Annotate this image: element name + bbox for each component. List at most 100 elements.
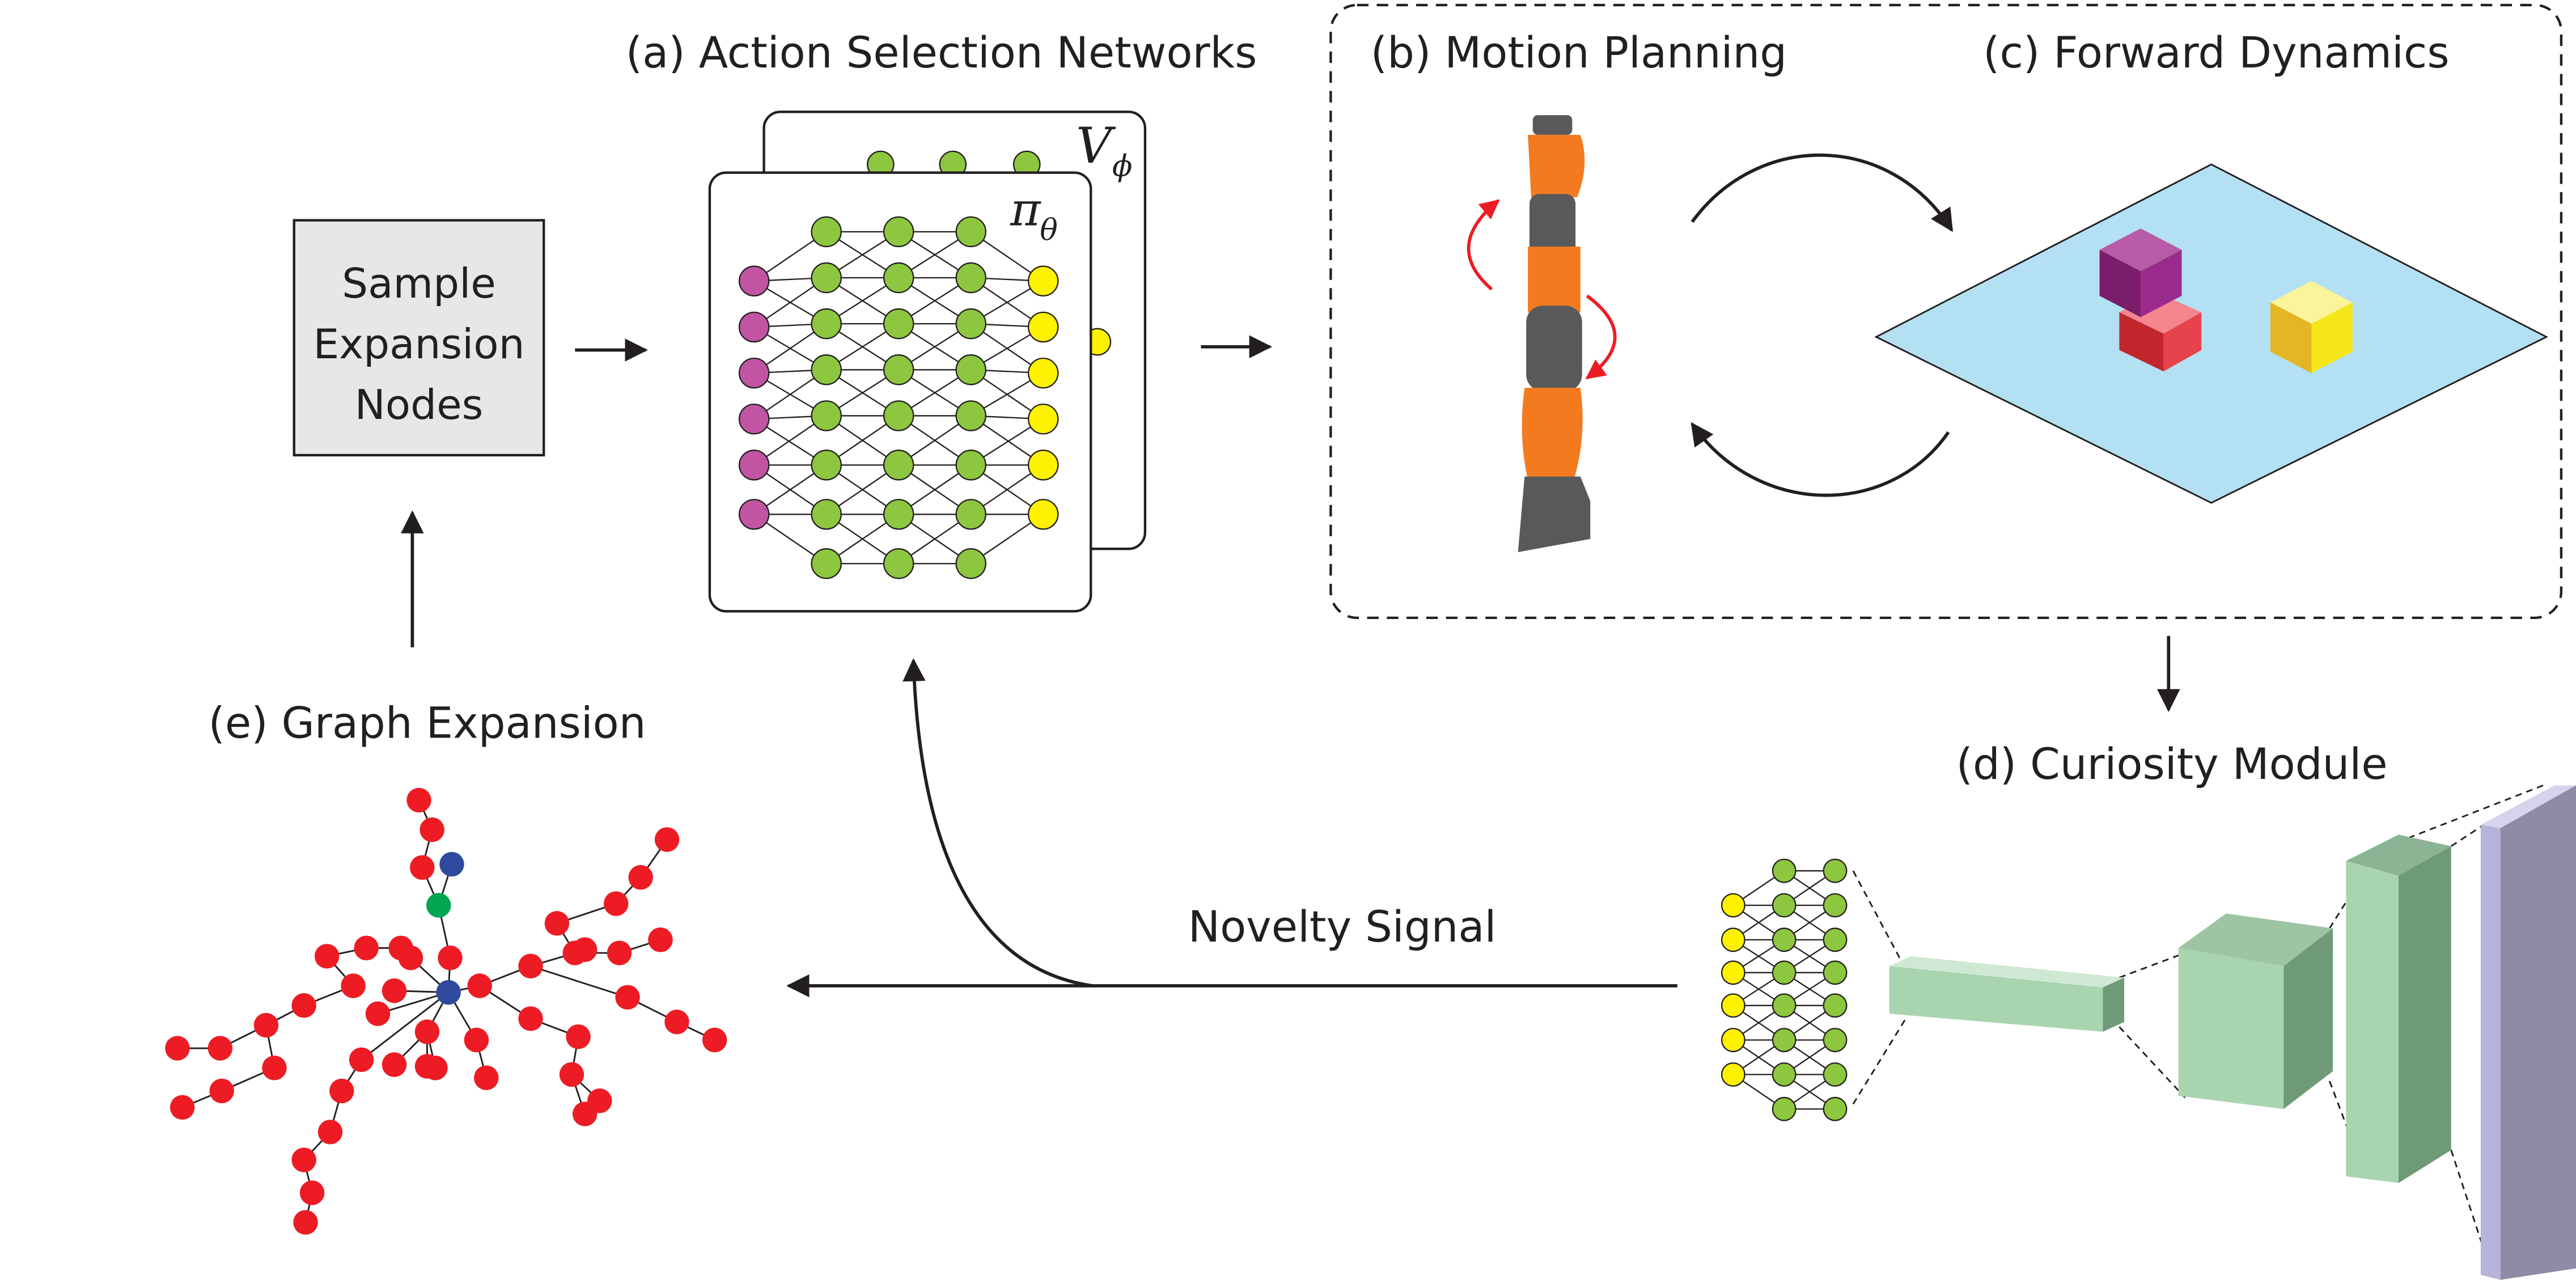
rotation-arrow-lower: [1585, 294, 1617, 380]
policy-node: [955, 548, 986, 579]
curiosity-node: [1823, 993, 1848, 1018]
title-forward-dynamics: (c) Forward Dynamics: [1983, 28, 2449, 78]
policy-node: [955, 354, 986, 385]
curiosity-node: [1823, 960, 1848, 985]
graph-node: [293, 1210, 318, 1235]
policy-node: [883, 262, 914, 294]
policy-node: [811, 308, 842, 340]
curiosity-node: [1823, 893, 1848, 918]
curiosity-node: [1823, 1028, 1848, 1053]
curiosity-node: [1721, 927, 1745, 952]
fc-layer-long: [1889, 956, 2125, 1032]
policy-node: [811, 499, 842, 530]
graph-node: [341, 973, 366, 998]
graph-node: [291, 1147, 316, 1172]
curiosity-node: [1772, 1096, 1797, 1121]
graph-node: [648, 927, 673, 952]
policy-network-nodes: [738, 216, 1059, 579]
novelty-signal-label: Novelty Signal: [1188, 902, 1497, 952]
policy-node: [811, 262, 842, 294]
graph-node: [349, 1047, 374, 1073]
policy-node: [1027, 403, 1059, 435]
sample-expansion-box: Sample Expansion Nodes: [293, 219, 545, 457]
curiosity-node: [1772, 927, 1797, 952]
curiosity-node: [1721, 1062, 1745, 1087]
graph-node: [291, 993, 316, 1018]
yellow-block: [2270, 281, 2353, 374]
curiosity-node: [1721, 960, 1745, 985]
graph-node: [426, 893, 451, 918]
dynamics-dashed-frame: [1329, 3, 2563, 620]
curiosity-node: [1823, 927, 1848, 952]
policy-node: [883, 216, 914, 248]
graph-node: [382, 978, 407, 1003]
value-fn-subscript: ϕ: [1112, 149, 1133, 183]
graph-node: [518, 1006, 543, 1031]
table-scene: [1874, 163, 2549, 504]
curiosity-node: [1772, 993, 1797, 1018]
policy-node: [738, 357, 770, 389]
conv-layer-tall: [2346, 834, 2451, 1183]
graph-node: [464, 1027, 489, 1053]
graph-node: [439, 851, 464, 877]
policy-node: [955, 216, 986, 248]
graph-node: [654, 827, 680, 852]
graph-node: [209, 1078, 234, 1104]
curiosity-node: [1772, 858, 1797, 883]
title-action-selection: (a) Action Selection Networks: [626, 28, 1257, 78]
policy-node: [955, 400, 986, 431]
policy-node: [955, 262, 986, 294]
policy-node: [738, 265, 770, 297]
policy-node: [955, 450, 986, 481]
policy-subscript: θ: [1040, 213, 1057, 247]
graph-node: [628, 865, 653, 890]
title-curiosity-module: (d) Curiosity Module: [1956, 739, 2388, 789]
graph-root-node: [436, 980, 461, 1005]
arrow-novelty-to-networks: [903, 658, 1093, 987]
policy-node: [883, 308, 914, 340]
curiosity-network-nodes: [1721, 858, 1848, 1121]
policy-node: [811, 548, 842, 579]
curiosity-node: [1772, 1062, 1797, 1087]
graph-node: [420, 817, 444, 842]
title-motion-planning: (b) Motion Planning: [1371, 28, 1787, 78]
policy-node: [883, 499, 914, 530]
graph-node: [314, 944, 340, 969]
curiosity-node: [1721, 893, 1745, 918]
policy-node: [955, 499, 986, 530]
curiosity-node: [1772, 960, 1797, 985]
rotation-arrow-upper: [1467, 199, 1500, 291]
graph-edge: [530, 965, 628, 998]
curiosity-node: [1721, 1028, 1745, 1053]
conv-layer-cube: [2178, 913, 2333, 1109]
graph-node: [423, 1056, 448, 1080]
graph-node: [262, 1056, 287, 1080]
graph-node: [664, 1010, 689, 1035]
graph-node: [414, 1019, 440, 1044]
sample-label-line2: Expansion: [313, 321, 524, 368]
policy-node: [811, 450, 842, 481]
graph-node: [559, 1062, 584, 1087]
curiosity-node: [1772, 1028, 1797, 1053]
policy-node: [811, 354, 842, 385]
policy-network-card: π θ: [708, 171, 1092, 613]
policy-node: [738, 403, 770, 435]
graph-node: [572, 1101, 598, 1126]
policy-symbol: π: [1010, 183, 1041, 236]
policy-node: [883, 400, 914, 431]
graph-node: [317, 1120, 343, 1145]
policy-node: [883, 548, 914, 579]
graph-node: [410, 855, 435, 880]
graph-node: [572, 937, 598, 962]
graph-node: [544, 911, 570, 936]
curiosity-node: [1823, 1096, 1848, 1121]
graph-node: [253, 1012, 279, 1038]
graph-node: [467, 973, 492, 998]
graph-node: [702, 1027, 727, 1053]
graph-node: [354, 935, 379, 961]
cycle-arrow-top: [1690, 153, 1954, 232]
cycle-arrow-bottom: [1690, 422, 1950, 497]
graph-node: [474, 1065, 499, 1091]
policy-node: [883, 450, 914, 481]
